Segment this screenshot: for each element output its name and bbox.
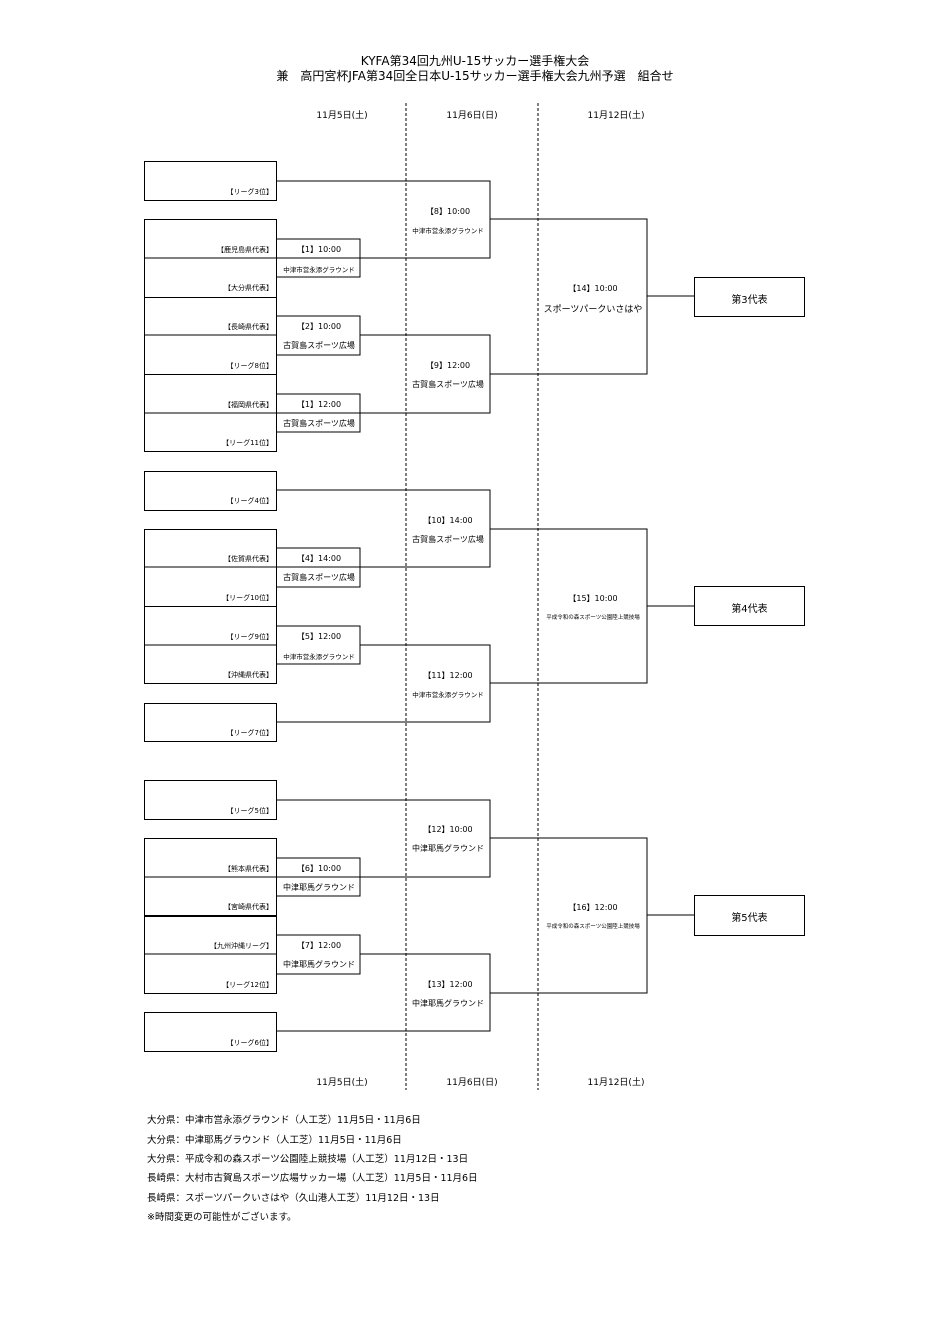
- team-label: 【宮崎県代表】: [224, 903, 273, 911]
- r2-venue: 中津市営永添グラウンド: [412, 227, 484, 235]
- r3-venue: スポーツパークいさはや: [543, 305, 643, 315]
- r1-match: 【5】12:00: [296, 632, 342, 641]
- team-label: 【長崎県代表】: [224, 323, 273, 331]
- team-label: 【リーグ7位】: [226, 729, 273, 737]
- team-label: 【リーグ12位】: [222, 981, 273, 989]
- r1-venue: 中津耶馬グラウンド: [283, 883, 355, 892]
- r2-venue: 古賀島スポーツ広場: [412, 380, 484, 389]
- team-label: 【福岡県代表】: [224, 401, 273, 409]
- team-label: 【リーグ11位】: [222, 439, 273, 447]
- venue-note: 大分県：中津市営永添グラウンド（人工芝）11月5日・11月6日: [147, 1115, 421, 1126]
- team-box: [144, 780, 277, 820]
- rep-label: 第3代表: [731, 295, 768, 306]
- r1-match: 【2】10:00: [296, 322, 342, 331]
- venue-note: 長崎県：スポーツパークいさはや（久山港人工芝）11月12日・13日: [147, 1193, 440, 1204]
- team-label: 【リーグ3位】: [226, 188, 273, 196]
- rep-box-3: 第3代表: [694, 277, 805, 317]
- r1-venue: 中津耶馬グラウンド: [283, 960, 355, 969]
- r1-match: 【1】12:00: [296, 400, 342, 409]
- r2-match: 【8】10:00: [425, 207, 471, 216]
- team-label: 【リーグ10位】: [222, 594, 273, 602]
- date-day2-bottom: 11月6日(日): [446, 1078, 498, 1088]
- r2-match: 【9】12:00: [425, 361, 471, 370]
- date-day3-top: 11月12日(土): [587, 111, 645, 121]
- time-change-note: ※時間変更の可能性がございます。: [147, 1212, 297, 1223]
- team-label: 【大分県代表】: [224, 284, 273, 292]
- team-label: 【九州沖縄リーグ】: [210, 942, 273, 950]
- r3-match: 【16】12:00: [568, 903, 618, 912]
- date-day3-bottom: 11月12日(土): [587, 1078, 645, 1088]
- r2-match: 【12】10:00: [423, 825, 473, 834]
- team-label: 【リーグ6位】: [226, 1039, 273, 1047]
- r2-match: 【10】14:00: [423, 516, 473, 525]
- r2-match: 【11】12:00: [423, 671, 473, 680]
- venue-note: 大分県：平成令和の森スポーツ公園陸上競技場（人工芝）11月12日・13日: [147, 1154, 469, 1165]
- rep-box-5: 第5代表: [694, 895, 805, 936]
- title-line-1: KYFA第34回九州U-15サッカー選手権大会: [360, 54, 590, 68]
- team-box: [144, 529, 277, 607]
- r1-match: 【6】10:00: [296, 864, 342, 873]
- r3-venue: 平成令和の森スポーツ公園陸上競技場: [546, 615, 640, 621]
- r1-venue: 古賀島スポーツ広場: [283, 573, 355, 582]
- rep-label: 第4代表: [731, 604, 768, 615]
- date-day1-top: 11月5日(土): [316, 111, 368, 121]
- r2-venue: 中津耶馬グラウンド: [412, 999, 484, 1008]
- r2-venue: 中津耶馬グラウンド: [412, 844, 484, 853]
- team-label: 【鹿児島県代表】: [217, 246, 273, 254]
- r1-venue: 中津市営永添グラウンド: [283, 266, 355, 274]
- team-label: 【佐賀県代表】: [224, 555, 273, 563]
- r2-match: 【13】12:00: [423, 980, 473, 989]
- r2-venue: 中津市営永添グラウンド: [412, 691, 484, 699]
- team-label: 【リーグ8位】: [226, 362, 273, 370]
- team-box: [144, 471, 277, 511]
- r1-venue: 古賀島スポーツ広場: [283, 341, 355, 350]
- r3-match: 【15】10:00: [568, 594, 618, 603]
- team-label: 【熊本県代表】: [224, 865, 273, 873]
- r1-match: 【4】14:00: [296, 554, 342, 563]
- venue-note: 大分県：中津耶馬グラウンド（人工芝）11月5日・11月6日: [147, 1135, 402, 1146]
- rep-box-4: 第4代表: [694, 586, 805, 626]
- title-line-2: 兼 高円宮杯JFA第34回全日本U-15サッカー選手権大会九州予選 組合せ: [276, 69, 674, 83]
- team-label: 【リーグ9位】: [226, 633, 273, 641]
- venue-note: 長崎県：大村市古賀島スポーツ広場サッカー場（人工芝）11月5日・11月6日: [147, 1173, 478, 1184]
- r1-venue: 古賀島スポーツ広場: [283, 419, 355, 428]
- r1-match: 【7】12:00: [296, 941, 342, 950]
- rep-label: 第5代表: [731, 913, 768, 924]
- team-label: 【リーグ5位】: [226, 807, 273, 815]
- team-box: [144, 703, 277, 742]
- r2-venue: 古賀島スポーツ広場: [412, 535, 484, 544]
- team-label: 【リーグ4位】: [226, 497, 273, 505]
- date-day2-top: 11月6日(日): [446, 111, 498, 121]
- r3-match: 【14】10:00: [568, 284, 618, 293]
- team-box: [144, 1012, 277, 1052]
- team-box: [144, 916, 277, 994]
- team-box: [144, 297, 277, 375]
- r1-venue: 中津市営永添グラウンド: [283, 653, 355, 661]
- r3-venue: 平成令和の森スポーツ公園陸上競技場: [546, 924, 640, 930]
- team-box: [144, 161, 277, 201]
- r1-match: 【1】10:00: [296, 245, 342, 254]
- date-day1-bottom: 11月5日(土): [316, 1078, 368, 1088]
- team-label: 【沖縄県代表】: [224, 671, 273, 679]
